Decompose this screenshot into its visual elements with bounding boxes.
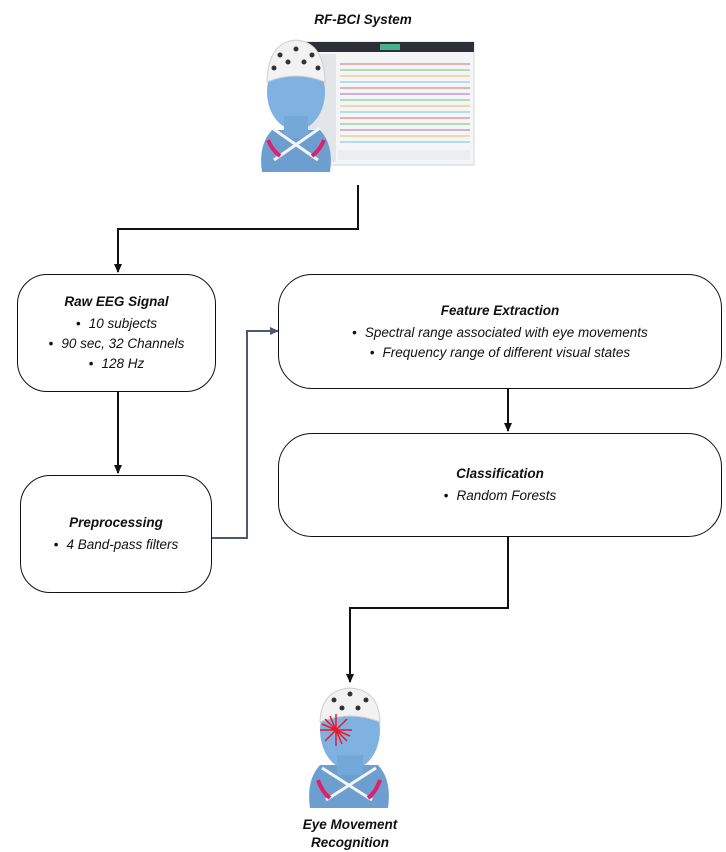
raw-eeg-title: Raw EEG Signal [64, 294, 169, 309]
classification-title: Classification [456, 466, 544, 481]
output-title-line-2: Recognition [311, 835, 389, 850]
eye-movement-burst-icon [320, 714, 352, 746]
preprocessing-item: 4 Band-pass filters [54, 535, 178, 555]
classification-box: Classification Random Forests [278, 433, 722, 537]
system-title: RF-BCI System [314, 12, 412, 27]
head-with-eye-marker [309, 687, 389, 808]
arrow-system-to-raw [114, 185, 359, 273]
raw-eeg-item: 90 sec, 32 Channels [49, 334, 184, 354]
classification-item: Random Forests [444, 486, 556, 506]
output-title: Eye Movement Recognition [250, 816, 450, 852]
arrow-class-to-output [346, 537, 509, 683]
head-with-eeg-cap [261, 39, 331, 172]
feature-extraction-item: Spectral range associated with eye movem… [352, 323, 648, 343]
raw-eeg-signal-box: Raw EEG Signal 10 subjects 90 sec, 32 Ch… [17, 274, 216, 392]
feature-extraction-title: Feature Extraction [440, 302, 560, 318]
feature-extraction-item: Frequency range of different visual stat… [370, 343, 631, 363]
raw-eeg-item: 10 subjects [76, 314, 157, 334]
output-title-line-1: Eye Movement [302, 817, 398, 832]
preprocessing-box: Preprocessing 4 Band-pass filters [20, 475, 212, 593]
arrow-pre-to-feature [211, 327, 279, 539]
raw-eeg-item: 128 Hz [89, 354, 144, 374]
preprocessing-title: Preprocessing [69, 515, 163, 530]
feature-extraction-box: Feature Extraction Spectral range associ… [278, 274, 722, 389]
